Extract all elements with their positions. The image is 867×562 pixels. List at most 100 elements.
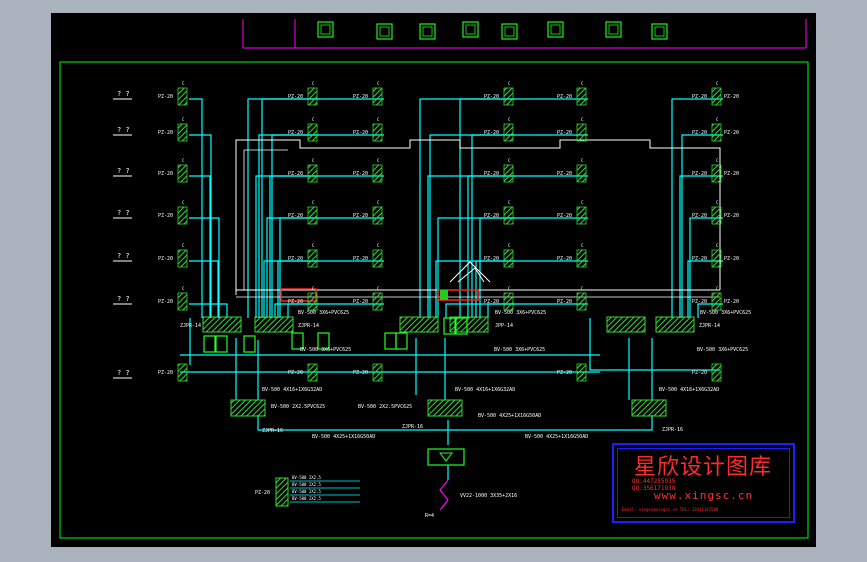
panel-tag: C [716, 158, 719, 163]
floor-box [202, 316, 242, 333]
distribution-panel: PZ-20C [557, 81, 587, 106]
panel-body [372, 363, 383, 382]
branch-wire [671, 98, 723, 318]
panel-label: PZ-20 [484, 94, 499, 100]
panel-label-right: PZ-20 [724, 299, 739, 305]
panel-tag: C [377, 117, 380, 122]
distribution-panel: PZ-20C [484, 243, 514, 268]
panel-label: PZ-20 [288, 130, 303, 136]
branch-wire [687, 260, 723, 318]
panel-body [576, 292, 587, 311]
branch-wire [679, 175, 723, 318]
branch-wire [189, 134, 212, 318]
panel-tag: C [581, 81, 584, 86]
feeder-wire [448, 415, 653, 431]
cable-label: BV-500 4X16+1X6G32AD [262, 387, 322, 393]
title-cells [317, 21, 668, 40]
panel-label: PZ-20 [692, 299, 707, 305]
title-cell-inner [422, 26, 433, 37]
distribution-panel: PZ-20 C [158, 243, 188, 268]
panel-tag: C [377, 200, 380, 205]
distribution-panel: PZ-20C [353, 117, 383, 142]
distribution-panel: PZ-20 C [557, 117, 587, 142]
floor-marker-label: ? ? [117, 369, 130, 377]
panel-tag: C [581, 158, 584, 163]
panel-label: PZ-20 [557, 130, 572, 136]
panel-label: PZ-20 [484, 299, 499, 305]
distribution-panel: PZ-20 [353, 363, 383, 382]
panel-tag: C [312, 117, 315, 122]
green-marker [440, 290, 448, 300]
panel-body [372, 87, 383, 106]
distribution-panel: PZ-20C [353, 243, 383, 268]
panel-body [307, 292, 318, 311]
title-cell [605, 21, 622, 38]
floor-marker-label: ? ? [117, 167, 130, 175]
panel-label: PZ-20 [484, 256, 499, 262]
panel-body [711, 249, 722, 268]
distribution-panel: PZ-20C [288, 243, 318, 268]
cable-label: BV-500 4X16+1X6G32AD [455, 387, 515, 393]
panel-label: PZ-20 [158, 130, 173, 136]
panel-label: PZ-20 [484, 130, 499, 136]
panel-tag: C [182, 81, 185, 86]
panel-tag: C [508, 117, 511, 122]
panel-label: PZ-20 [158, 256, 173, 262]
distribution-panel: PZ-20 [158, 363, 188, 382]
panel-body [177, 164, 188, 183]
meter-box [291, 332, 304, 350]
panel-tag: C [182, 243, 185, 248]
watermark-qq2: QQ:356171938 [632, 485, 676, 492]
panel-body [372, 206, 383, 225]
distribution-panel: PZ-20C [557, 286, 587, 311]
title-cell-inner [504, 26, 515, 37]
watermark-box: 星欣设计图库 QQ:447255935 QQ:356171938 www.xin… [612, 443, 795, 523]
panel-body [177, 292, 188, 311]
distribution-panel: PZ-20C [353, 286, 383, 311]
panel-body [177, 249, 188, 268]
cable-label: BV-500 4X25+1X16G50AD [478, 413, 541, 419]
panel-tag: C [312, 158, 315, 163]
distribution-panel: PZ-20C [692, 286, 722, 311]
distribution-panels: PZ-20CPZ-20CPZ-20CPZ-20CPZ-20CPZ-20CPZ-2… [158, 81, 739, 382]
red-highlight [437, 289, 479, 301]
distribution-panel: PZ-20C [158, 200, 188, 225]
inner-border [59, 61, 809, 539]
panel-tag: C [377, 158, 380, 163]
panel-label-right: PZ-20 [724, 171, 739, 177]
panel-tag: C [182, 286, 185, 291]
panel-label-right: PZ-20 [724, 256, 739, 262]
panel-tag: C [716, 81, 719, 86]
distribution-panel: PZ-20C [353, 81, 383, 106]
distribution-panel: PZ-20 C [484, 81, 514, 106]
incoming-symbol [439, 452, 453, 462]
branch-wire [277, 260, 384, 318]
panel-body [711, 164, 722, 183]
panel-tag: C [581, 117, 584, 122]
branch-wire [261, 98, 384, 318]
box-label: ZJPR-16 [402, 424, 423, 430]
legend-row: BV-500 2X2.5 [292, 482, 321, 487]
panel-label: PZ-20 [353, 213, 368, 219]
stair-symbol [457, 267, 485, 283]
watermark-url: www.xingsc.cn [654, 489, 754, 502]
panel-tag: C [377, 81, 380, 86]
distribution-panel: PZ-20C [158, 158, 188, 183]
title-block [242, 19, 807, 49]
cable-label: BV-500 2X2.5PVC625 [358, 404, 412, 410]
panel-body [372, 292, 383, 311]
panel-label: PZ-20 [484, 171, 499, 177]
floor-marker-label: ? ? [117, 126, 130, 134]
cable-label: BV-500 3X6+PVC625 [298, 310, 349, 316]
floor-marker-label: ? ? [117, 209, 130, 217]
panel-label: PZ-20 [692, 130, 707, 136]
floor-marker-label: ? ? [117, 90, 130, 98]
panel-tag: C [508, 81, 511, 86]
panel-tag: C [581, 286, 584, 291]
panel-body [576, 164, 587, 183]
distribution-panel: PZ-20C [288, 158, 318, 183]
panel-tag: C [377, 243, 380, 248]
panel-body [711, 123, 722, 142]
